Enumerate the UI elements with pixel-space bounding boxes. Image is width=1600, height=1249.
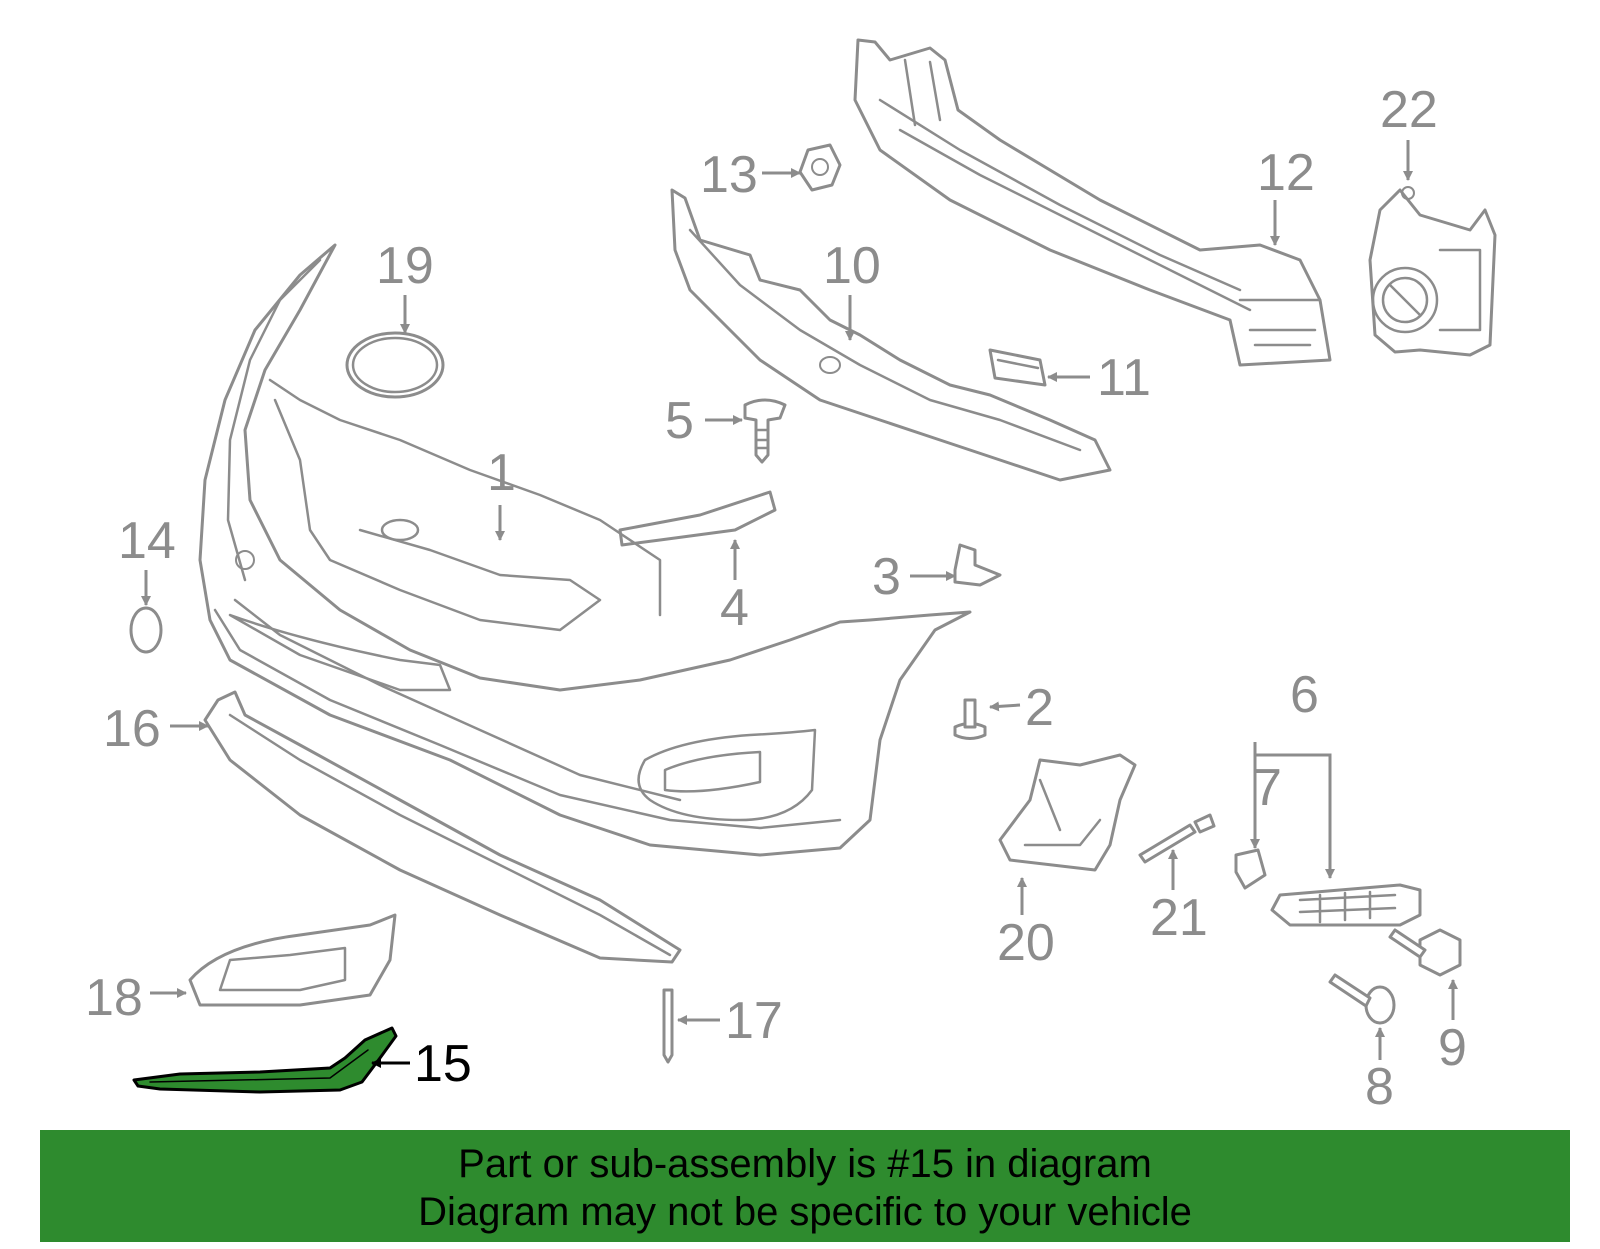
part-13-nut bbox=[798, 143, 842, 192]
callout-5: 5 bbox=[665, 392, 694, 450]
banner-line-disclaimer: Diagram may not be specific to your vehi… bbox=[418, 1190, 1192, 1234]
part-10-energy-absorber bbox=[670, 188, 1112, 482]
part-14-ring bbox=[129, 606, 163, 654]
banner-line-part-number: Part or sub-assembly is #15 in diagram bbox=[458, 1142, 1152, 1186]
callout-22: 22 bbox=[1380, 81, 1438, 139]
callout-labels: 1 2 3 4 5 6 7 8 9 10 11 12 13 14 15 16 1… bbox=[85, 81, 1467, 1116]
callout-8: 8 bbox=[1365, 1058, 1394, 1116]
part-19-emblem-ring bbox=[345, 331, 445, 399]
callout-20: 20 bbox=[997, 914, 1055, 972]
callout-14: 14 bbox=[118, 512, 176, 570]
callout-7: 7 bbox=[1253, 759, 1282, 817]
part-2-bolt bbox=[953, 698, 987, 740]
part-16-lower-lip bbox=[203, 690, 682, 964]
part-9-bolt bbox=[1388, 928, 1462, 977]
part-18-fog-bezel bbox=[188, 913, 397, 1007]
callout-2: 2 bbox=[1025, 679, 1054, 737]
notice-banner: Part or sub-assembly is #15 in diagram D… bbox=[40, 1130, 1570, 1242]
callout-13: 13 bbox=[700, 146, 758, 204]
parts-diagram: 1 2 3 4 5 6 7 8 9 10 11 12 13 14 15 16 1… bbox=[85, 38, 1497, 1116]
callout-18: 18 bbox=[85, 969, 143, 1027]
part-20-side-bracket bbox=[998, 753, 1137, 872]
leader-lines bbox=[141, 140, 1458, 1068]
part-15-lower-molding bbox=[132, 1026, 398, 1094]
callout-10: 10 bbox=[823, 237, 881, 295]
part-8-bolt bbox=[1328, 973, 1396, 1025]
part-3-small-bracket bbox=[953, 543, 1002, 587]
part-12-reinforcement-beam bbox=[853, 38, 1332, 367]
callout-12: 12 bbox=[1257, 144, 1315, 202]
part-11-bracket bbox=[988, 348, 1047, 387]
part-5-clip bbox=[743, 398, 787, 464]
part-1-bumper-cover bbox=[198, 243, 972, 857]
part-6-reflector bbox=[1270, 883, 1422, 927]
callout-9: 9 bbox=[1438, 1019, 1467, 1077]
callout-11: 11 bbox=[1097, 349, 1151, 407]
callout-17: 17 bbox=[725, 992, 783, 1050]
callout-4: 4 bbox=[720, 579, 749, 637]
callout-6: 6 bbox=[1290, 666, 1319, 724]
callout-15: 15 bbox=[414, 1035, 472, 1093]
part-17-pin bbox=[662, 988, 674, 1064]
part-22-fog-lamp bbox=[1368, 186, 1497, 357]
callout-21: 21 bbox=[1150, 889, 1208, 947]
part-4-garnish-strip bbox=[618, 490, 777, 547]
callout-1: 1 bbox=[487, 444, 516, 502]
callout-16: 16 bbox=[103, 700, 161, 758]
part-21-long-bolt bbox=[1138, 813, 1216, 864]
callout-19: 19 bbox=[376, 237, 434, 295]
part-7-clip bbox=[1234, 848, 1267, 890]
callout-3: 3 bbox=[872, 548, 901, 606]
